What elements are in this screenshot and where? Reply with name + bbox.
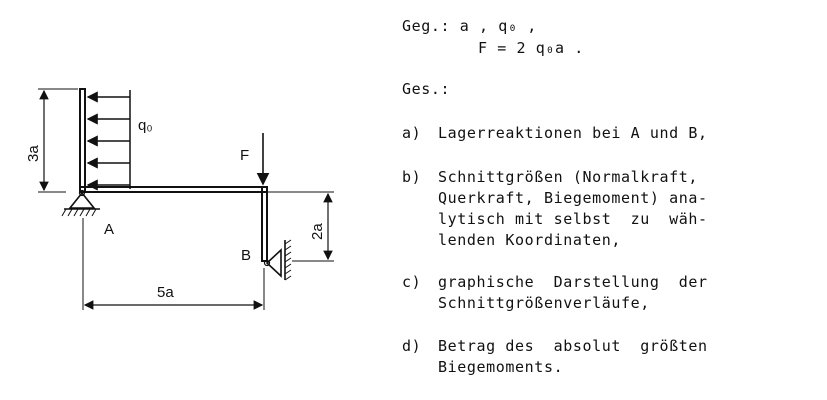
- item-b-line-2: Querkraft, Biegemoment) ana-: [438, 189, 708, 207]
- item-marker-c: c): [402, 273, 422, 291]
- wanted-label: Ges.:: [402, 80, 451, 98]
- item-d-line-1: Betrag des absolut größten: [438, 337, 708, 355]
- frame-structure: [79, 88, 268, 262]
- pin-support-a: [61, 189, 100, 217]
- dimension-3a: [38, 88, 78, 193]
- label-B: B: [241, 247, 251, 264]
- dim-label-5a: 5a: [157, 284, 174, 301]
- item-b-line-4: lenden Koordinaten,: [438, 231, 621, 249]
- dimension-2a: [268, 191, 334, 262]
- item-c-line-2: Schnittgrößenverläufe,: [438, 294, 650, 312]
- roller-support-b: [263, 239, 292, 281]
- problem-text: Geg.: a , q₀ , F = 2 q₀a . Ges.: a) Lage…: [400, 0, 820, 400]
- dim-label-3a: 3a: [25, 145, 42, 162]
- item-marker-b: b): [402, 168, 422, 186]
- label-q0: q₀: [138, 117, 153, 134]
- given-line-1: Geg.: a , q₀ ,: [402, 17, 537, 35]
- item-marker-a: a): [402, 124, 422, 142]
- item-d-line-2: Biegemoments.: [438, 358, 564, 376]
- dimension-5a: [82, 218, 265, 310]
- distributed-load: [86, 90, 131, 191]
- given-line-2: F = 2 q₀a .: [478, 39, 584, 57]
- label-A: A: [104, 221, 114, 238]
- label-F: F: [240, 147, 249, 164]
- frame-diagram: q₀ F A B: [25, 88, 334, 310]
- item-c-line-1: graphische Darstellung der: [438, 273, 708, 291]
- dim-label-2a: 2a: [309, 223, 326, 240]
- item-marker-d: d): [402, 337, 422, 355]
- item-b-line-3: lytisch mit selbst zu wäh-: [438, 210, 708, 228]
- item-b-line-1: Schnittgrößen (Normalkraft,: [438, 168, 699, 186]
- item-a-line-1: Lagerreaktionen bei A und B,: [438, 124, 708, 142]
